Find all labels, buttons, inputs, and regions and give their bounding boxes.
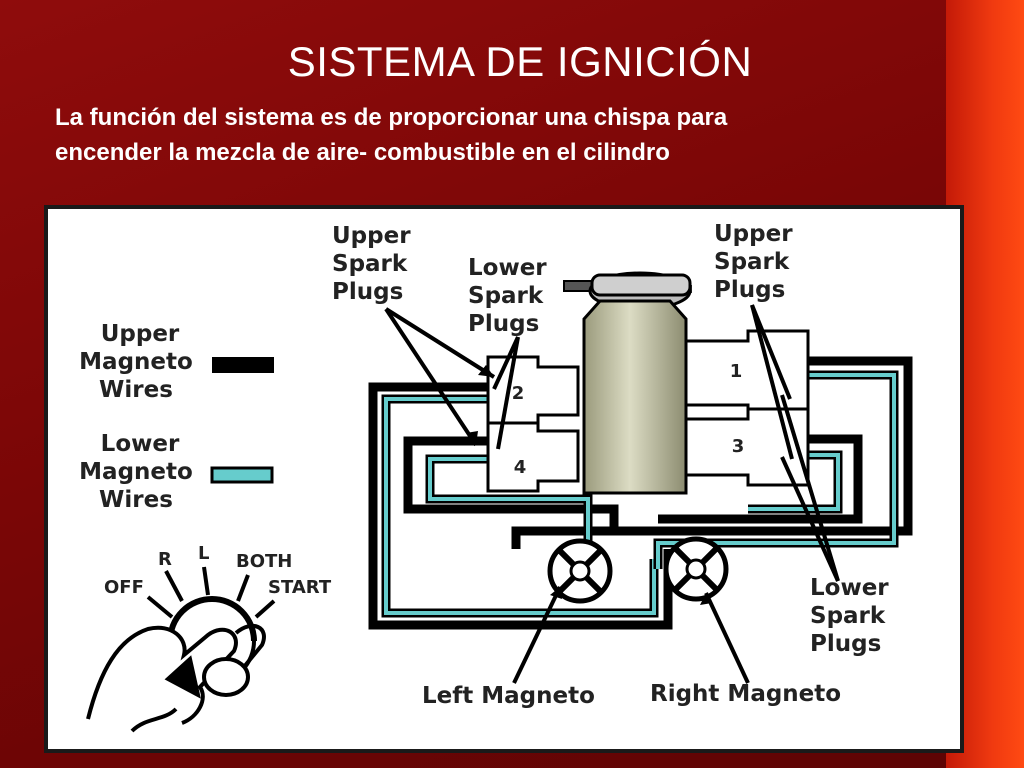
callout-right-magneto: Right Magneto xyxy=(650,681,841,707)
callout-left-magneto: Left Magneto xyxy=(422,683,595,709)
lower-right-line-3: Plugs xyxy=(810,631,881,657)
upper-left-line-3: Plugs xyxy=(332,279,403,305)
legend-lower-line-3: Wires xyxy=(99,487,173,513)
lower-right-line-2: Spark xyxy=(810,603,886,629)
cylinder-1: 1 xyxy=(676,329,810,417)
legend-upper-line-1: Upper xyxy=(101,321,180,347)
left-magneto xyxy=(547,538,613,604)
switch-both-label: BOTH xyxy=(236,551,292,572)
ignition-switch: OFF R L BOTH START xyxy=(86,543,332,733)
callout-lower-spark-plugs-left: Lower Spark Plugs xyxy=(468,255,547,337)
right-magneto xyxy=(663,536,729,602)
engine-crankcase xyxy=(563,271,692,495)
legend-lower-magneto-wires: Lower Magneto Wires xyxy=(79,431,274,513)
lower-left-line-1: Lower xyxy=(468,255,547,281)
legend-upper-line-3: Wires xyxy=(99,377,173,403)
cylinder-2: 2 xyxy=(486,355,580,425)
callout-upper-spark-plugs-right: Upper Spark Plugs xyxy=(714,221,793,303)
ignition-diagram: Upper Magneto Wires Lower Magneto Wires … xyxy=(44,205,964,753)
switch-l-label: L xyxy=(198,543,209,564)
cylinder-1-number: 1 xyxy=(730,361,743,382)
lower-wire-swatch xyxy=(210,466,274,484)
cylinder-4: 4 xyxy=(486,421,580,493)
upper-wire-swatch xyxy=(212,357,274,373)
subtitle-line-1: La función del sistema es de proporciona… xyxy=(55,104,728,131)
slide-subtitle: La función del sistema es de proporciona… xyxy=(55,100,935,170)
lower-wire-harness xyxy=(381,370,899,618)
cylinder-4-number: 4 xyxy=(514,457,527,478)
subtitle-line-2: encender la mezcla de aire- combustible … xyxy=(55,139,670,166)
lower-left-line-2: Spark xyxy=(468,283,544,309)
cylinder-3-number: 3 xyxy=(732,436,745,457)
pointer-lines xyxy=(384,304,840,684)
upper-left-line-2: Spark xyxy=(332,251,408,277)
upper-right-line-3: Plugs xyxy=(714,277,785,303)
legend-lower-line-1: Lower xyxy=(101,431,180,457)
upper-left-line-1: Upper xyxy=(332,223,411,249)
pointer-arrowheads xyxy=(466,365,712,605)
legend-upper-magneto-wires: Upper Magneto Wires xyxy=(79,321,274,403)
cylinder-2-number: 2 xyxy=(512,383,525,404)
slide-title: SISTEMA DE IGNICIÓN xyxy=(287,38,753,85)
switch-off-label: OFF xyxy=(104,577,144,598)
legend-lower-line-2: Magneto xyxy=(79,459,193,485)
upper-right-line-1: Upper xyxy=(714,221,793,247)
switch-r-label: R xyxy=(158,549,172,570)
ignition-diagram-svg: Upper Magneto Wires Lower Magneto Wires … xyxy=(79,221,913,733)
lower-right-line-1: Lower xyxy=(810,575,889,601)
legend-upper-line-2: Magneto xyxy=(79,349,193,375)
callout-upper-spark-plugs-left: Upper Spark Plugs xyxy=(332,223,411,305)
lower-left-line-3: Plugs xyxy=(468,311,539,337)
callout-lower-spark-plugs-right: Lower Spark Plugs xyxy=(810,575,889,657)
upper-right-line-2: Spark xyxy=(714,249,790,275)
switch-start-label: START xyxy=(268,577,332,598)
upper-wire-harness xyxy=(368,356,913,630)
hand-with-key xyxy=(86,623,266,733)
